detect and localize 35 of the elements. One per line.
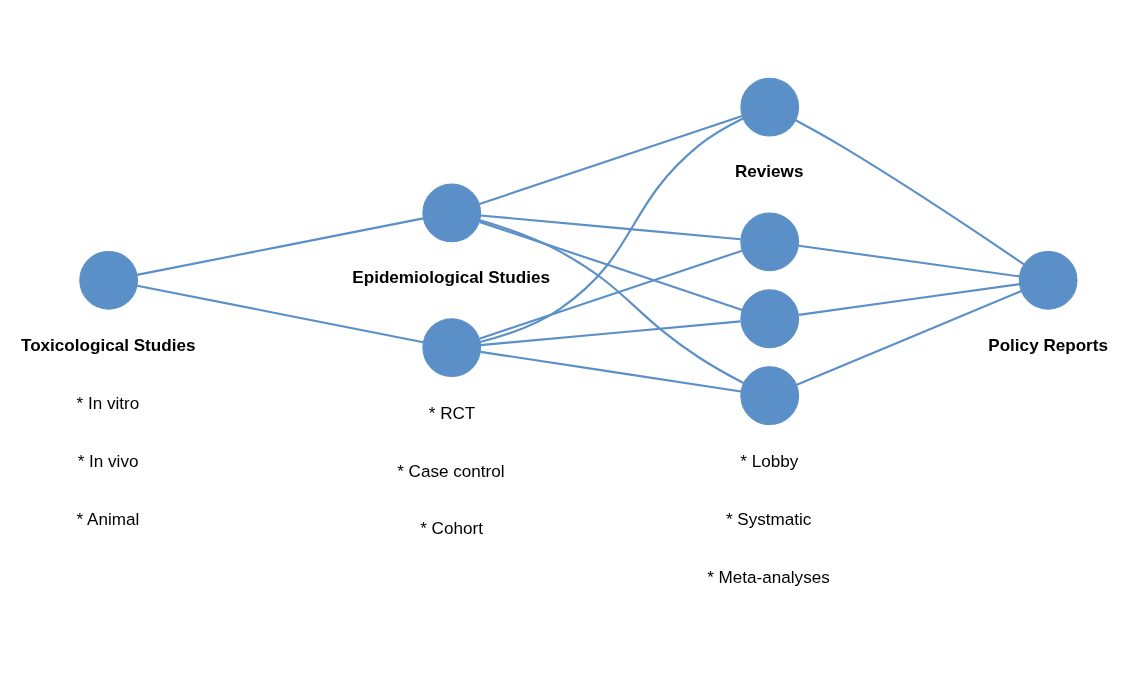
connector [480,213,741,240]
node-circle [740,365,800,425]
connector [136,284,424,343]
label: * In vivo [77,451,139,471]
node-circle [79,250,139,310]
label: * Meta-analyses [707,567,830,587]
label: * Animal [76,509,140,529]
connector [479,220,743,311]
connector [480,319,741,346]
label: * RCT [428,403,476,423]
node-circle [740,77,800,137]
connector [479,114,743,205]
connector [479,249,743,340]
label: * Cohort [420,518,483,538]
label: * Systmatic [725,509,812,529]
label: Reviews [734,161,804,181]
connector [480,350,742,393]
label: Policy Reports [988,335,1108,355]
label: * Lobby [740,451,799,471]
connector [798,282,1020,316]
connector [479,218,744,384]
connector [798,244,1020,277]
label: Toxicological Studies [21,335,196,355]
connector [479,117,744,343]
node-circle [740,288,800,348]
label: * Case control [397,461,505,481]
connector [136,216,424,276]
label: * In vitro [76,393,140,413]
connector [795,118,1025,265]
label: Epidemiological Studies [352,267,550,287]
node-circle [740,211,800,271]
connector [796,289,1022,386]
node-circle [1018,250,1078,310]
node-circle [422,183,482,242]
node-circle [422,317,482,377]
